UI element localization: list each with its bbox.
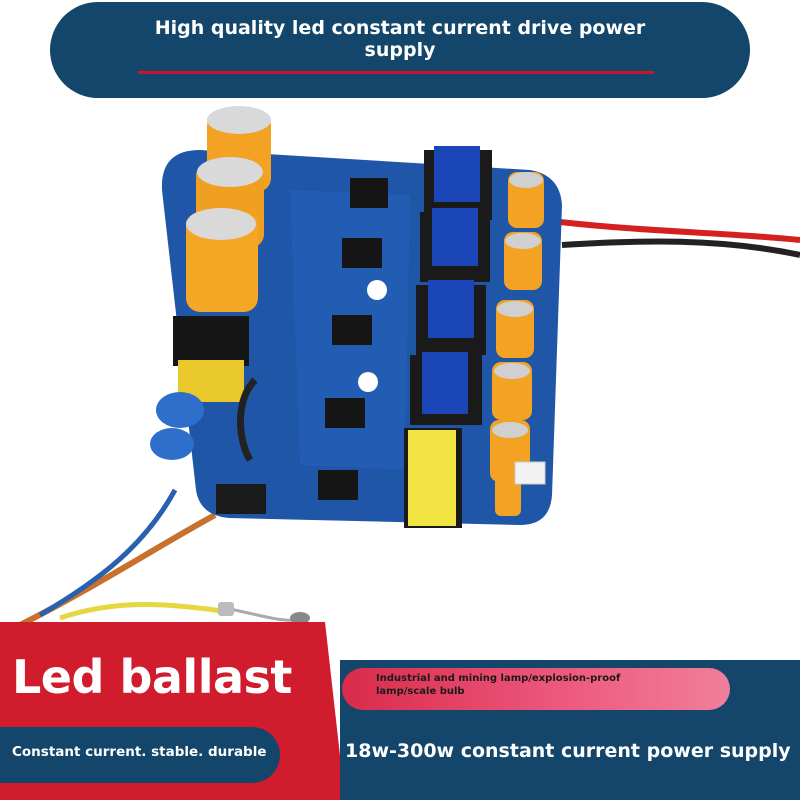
driver-chips bbox=[318, 178, 388, 500]
tagline-text: Constant current. stable. durable bbox=[12, 744, 267, 760]
large-capacitors bbox=[186, 106, 271, 312]
product-photo bbox=[18, 106, 800, 628]
small-capacitors bbox=[490, 172, 544, 516]
terminal-connector bbox=[514, 461, 546, 485]
output-wires bbox=[559, 219, 800, 258]
transformers bbox=[404, 146, 492, 528]
header-banner bbox=[50, 2, 750, 98]
power-range-text: 18w-300w constant current power supply bbox=[345, 740, 791, 762]
header-underline bbox=[138, 71, 654, 74]
header-title: High quality led constant current drive … bbox=[154, 17, 646, 61]
input-wires bbox=[18, 488, 310, 628]
tagline-pill bbox=[0, 727, 280, 783]
product-name: Led ballast bbox=[12, 650, 292, 704]
application-pill bbox=[342, 668, 730, 710]
input-filter bbox=[150, 316, 266, 514]
application-text: Industrial and mining lamp/explosion-pro… bbox=[376, 673, 621, 697]
